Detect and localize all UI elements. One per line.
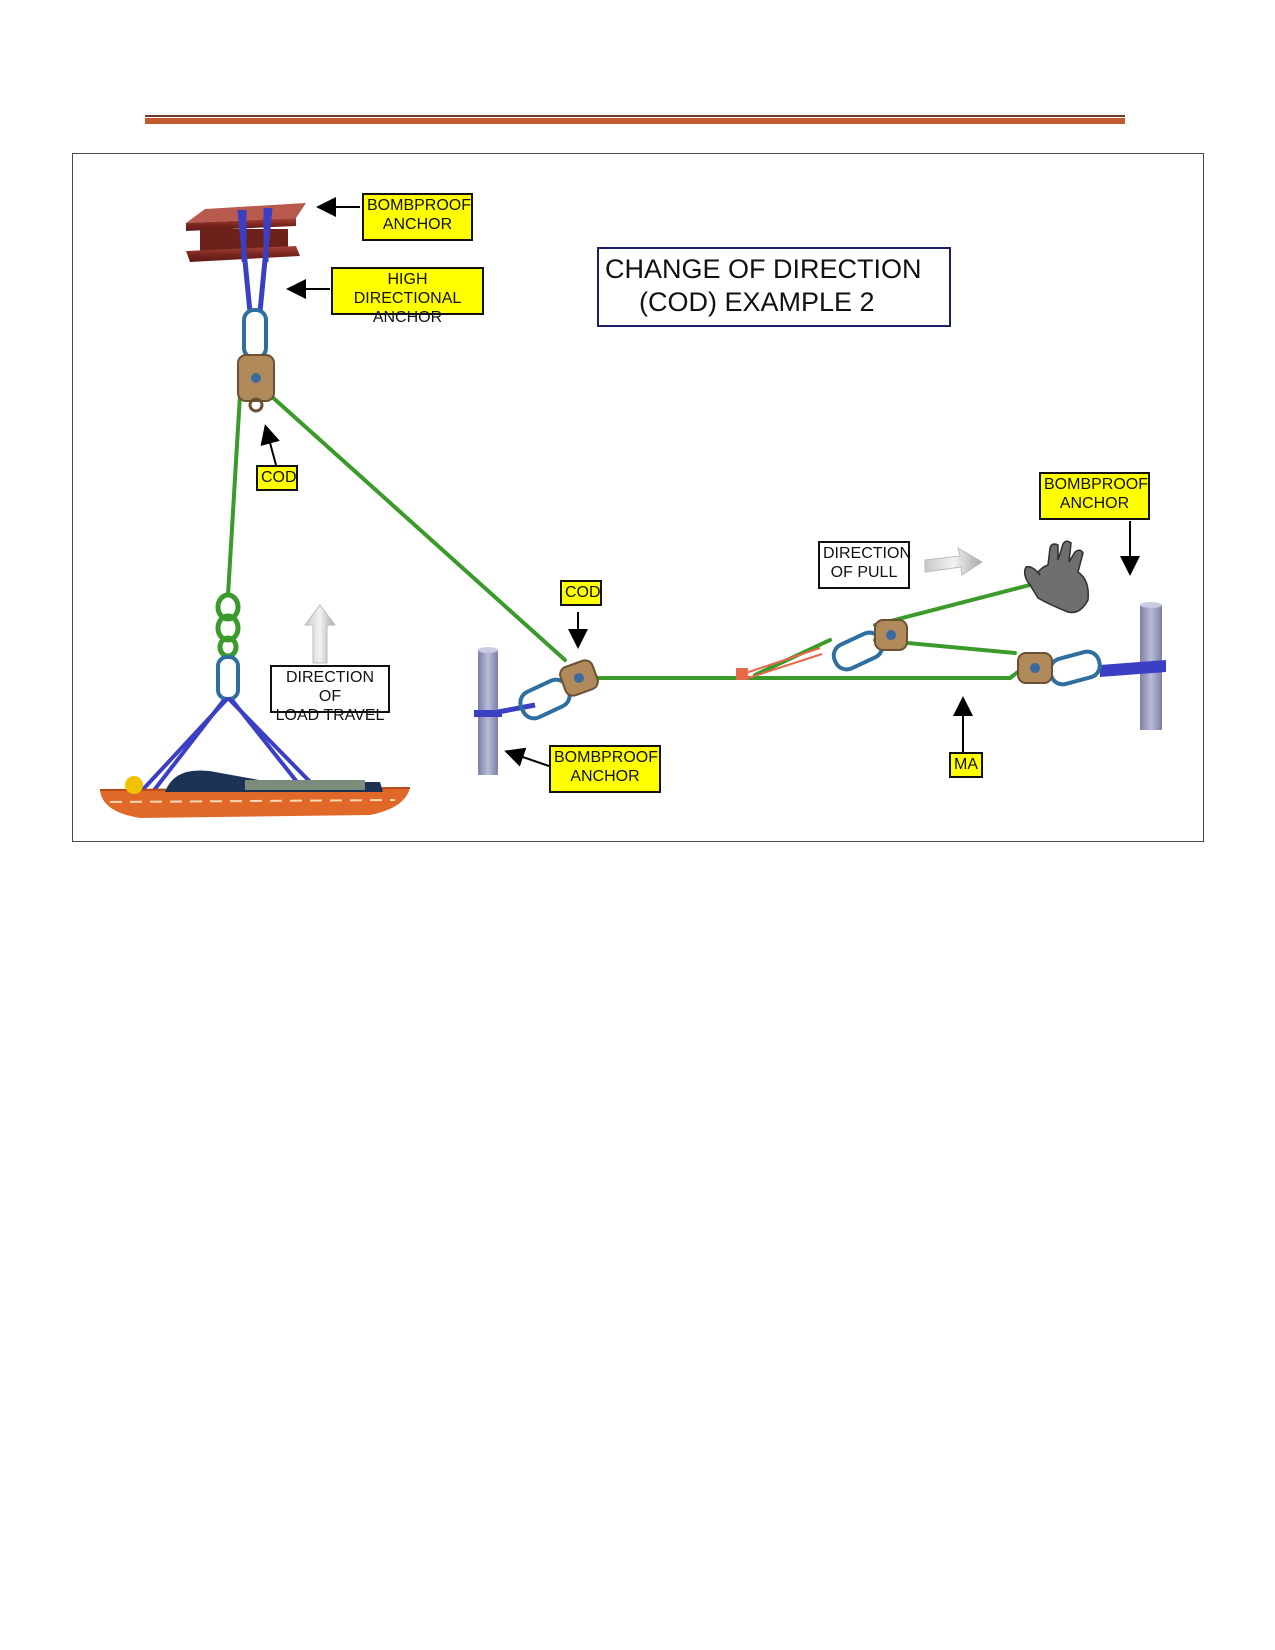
direction-of-pull-arrow-icon <box>924 546 983 576</box>
callout-arrows <box>260 197 1140 767</box>
label-ma: MA <box>949 752 983 778</box>
label-direction-of-load-travel: DIRECTION OF LOAD TRAVEL <box>270 665 390 724</box>
title-line-1: CHANGE OF DIRECTION <box>605 254 922 284</box>
traveling-pulley <box>874 619 908 651</box>
label-cod-upper: COD <box>256 465 298 491</box>
label-direction-of-pull: DIRECTION OF PULL <box>818 541 911 589</box>
middle-pulley-cod <box>559 659 599 697</box>
litter-bridle <box>133 696 320 800</box>
right-post-anchor <box>1100 602 1166 730</box>
label-bombproof-anchor-right: BOMBPROOF ANCHOR <box>1039 472 1150 520</box>
title-line-2: (COD) EXAMPLE 2 <box>639 287 875 317</box>
rescue-litter <box>99 770 411 818</box>
middle-post-anchor <box>474 647 536 775</box>
right-pulley <box>1017 652 1053 684</box>
diagram-frame <box>72 153 1204 842</box>
high-directional-webbing <box>237 207 273 313</box>
label-cod-lower: COD <box>560 580 602 606</box>
diagram-title: CHANGE OF DIRECTION (COD) EXAMPLE 2 <box>597 247 951 327</box>
label-bombproof-anchor-top: BOMBPROOF ANCHOR <box>362 193 473 241</box>
load-travel-arrow-icon <box>304 604 336 664</box>
right-carabiner <box>1048 649 1102 687</box>
glove-icon <box>1023 540 1090 614</box>
litter-carabiner <box>216 655 240 701</box>
figure-eight-knot <box>215 592 241 659</box>
rope <box>226 393 1042 680</box>
label-high-directional-anchor: HIGH DIRECTIONAL ANCHOR <box>331 267 484 326</box>
top-pulley-cod <box>237 354 275 413</box>
header-rule <box>145 115 1125 124</box>
top-carabiner <box>242 308 268 360</box>
label-bombproof-anchor-bottom: BOMBPROOF ANCHOR <box>549 745 661 793</box>
prusik-cord <box>736 647 823 680</box>
